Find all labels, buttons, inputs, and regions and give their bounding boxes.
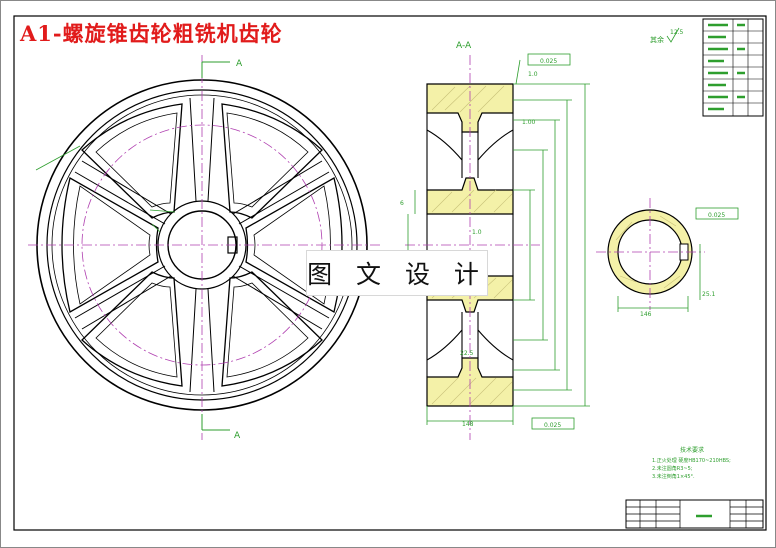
dim-section-width: 148	[462, 421, 474, 428]
hub-dimensions	[617, 207, 739, 312]
dim-section-2: 1.0	[472, 229, 482, 236]
hub-tolerance-value: 0.025	[708, 212, 725, 219]
dim-section-3: 1.0	[528, 71, 538, 78]
hub-centerlines	[596, 198, 705, 310]
hub-dim-key: 25.1	[702, 291, 716, 298]
inner-frame	[13, 15, 767, 531]
tolerance-top-value: 0.025	[540, 58, 557, 65]
hub-dim-width: 146	[640, 311, 652, 318]
dim-section-1: 1.00	[522, 119, 536, 126]
requirement-3: 3.未注倒角1×45°.	[652, 473, 695, 480]
front-view-dimensions	[35, 145, 176, 233]
tolerance-frame-bottom: 0.025	[531, 417, 575, 430]
cut-mark-top: A	[236, 59, 243, 69]
drawing-title: A1-螺旋锥齿轮粗铣机齿轮	[20, 21, 283, 46]
dim-section-web: 22.5	[460, 350, 474, 357]
tolerance-bottom-value: 0.025	[544, 422, 561, 429]
cut-mark-bottom: A	[234, 431, 241, 441]
tolerance-frame-top: 0.025	[527, 53, 571, 66]
section-dimensions	[407, 59, 590, 425]
section-cut-marks	[201, 61, 230, 431]
requirement-1: 1.正火处理 硬度HB170~210HBS;	[652, 457, 731, 464]
watermark: 图 文 设 计	[306, 250, 488, 296]
roughness-note: 其余	[650, 35, 664, 44]
front-view-centerlines	[28, 55, 380, 440]
section-centerline	[405, 55, 540, 440]
roughness-symbol	[666, 27, 680, 43]
title-block	[625, 499, 764, 529]
dim-section-hub: 6	[400, 200, 404, 207]
parameter-table	[702, 18, 764, 117]
requirement-2: 2.未注圆角R3~5;	[652, 465, 693, 472]
requirements-title: 技术要求	[680, 446, 704, 454]
section-title: A-A	[456, 41, 472, 51]
